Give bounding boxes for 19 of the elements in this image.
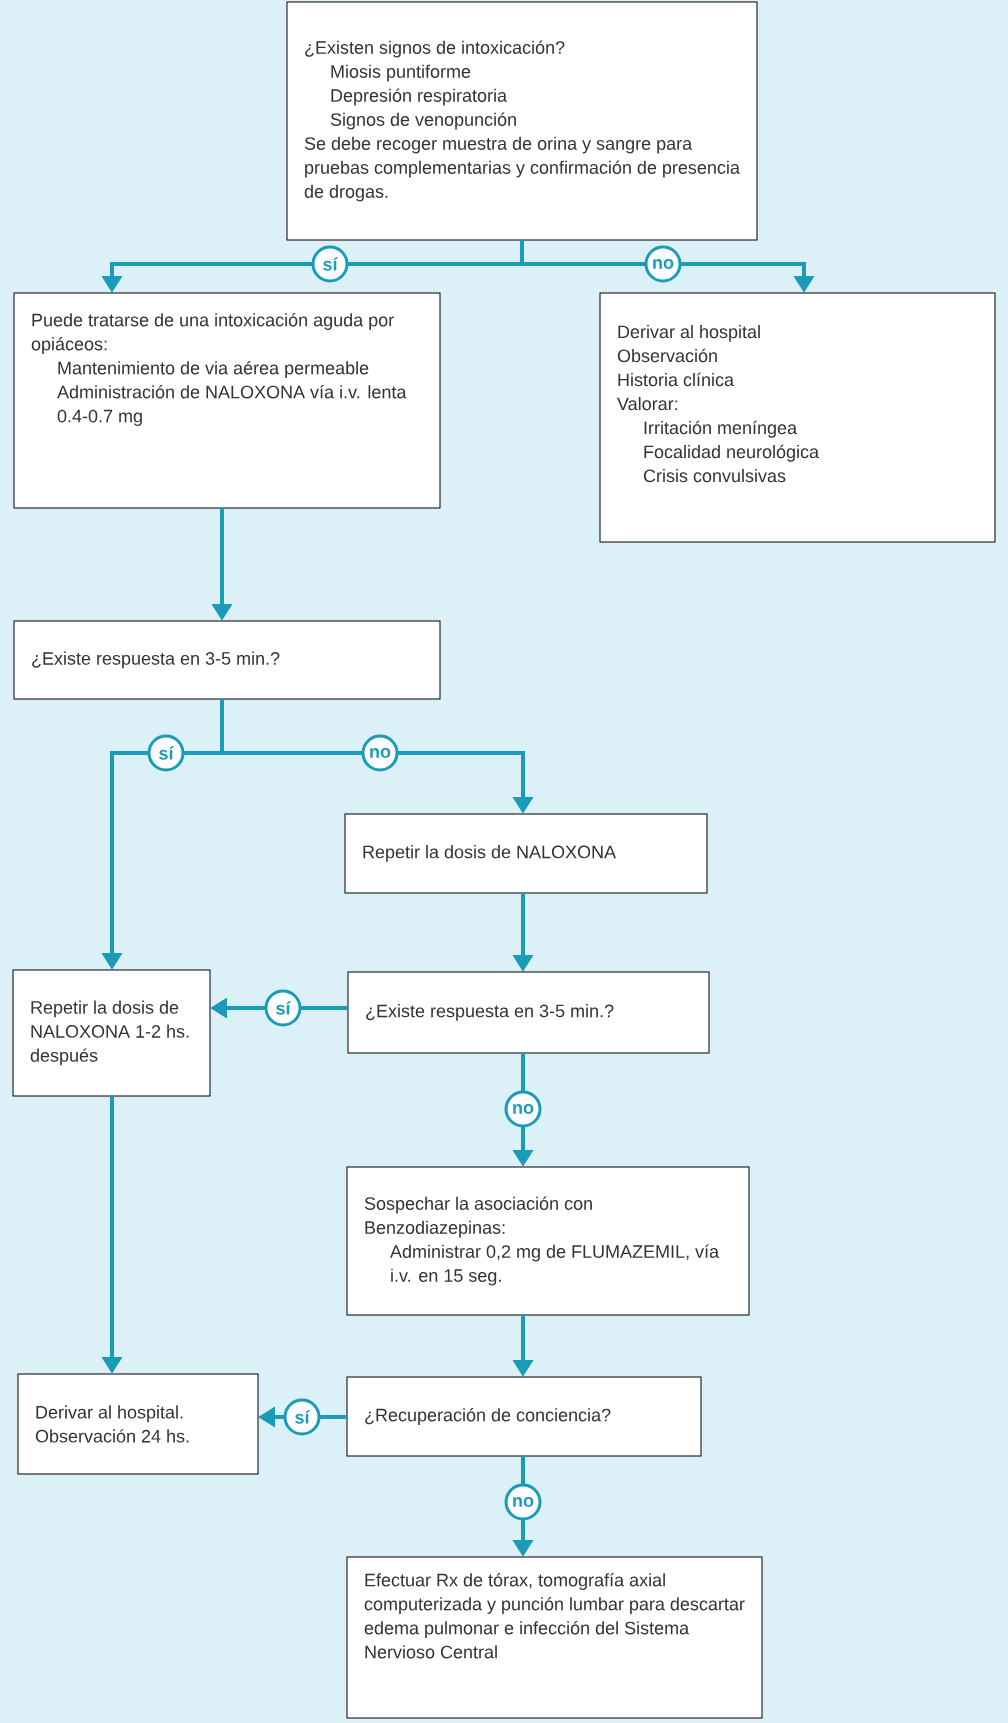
edge-label: no [361, 734, 399, 772]
edge-label: sí [147, 734, 185, 772]
process-box: ¿Existe respuesta en 3-5 min.? [347, 971, 710, 1054]
edge-label: sí [311, 245, 349, 283]
process-box: Derivar al hospital Observación Historia clínica Valorar: Irritación meníngea Focalidad neurológica Crisis convulsivas [599, 292, 996, 543]
edge-label: sí [264, 989, 302, 1027]
process-box: ¿Recuperación de conciencia? [346, 1376, 702, 1457]
edge-label: sí [283, 1398, 321, 1436]
process-box: Efectuar Rx de tórax, tomografía axial computerizada y punción lumbar para descartar edema pulmonar e infección del Sistema Nervioso Central [346, 1556, 763, 1719]
process-box: ¿Existe respuesta en 3-5 min.? [13, 620, 441, 700]
process-box: ¿Existen signos de intoxicación? Miosis puntiforme Depresión respiratoria Signos de venopunción Se debe recoger muestra de orina y sangre para pruebas complementarias y confirmación de presencia de drogas. [286, 1, 758, 241]
process-box: Sospechar la asociación con Benzodiazepinas: Administrar 0,2 mg de FLUMAZEMIL, vía i.v. en 15 seg. [346, 1166, 750, 1316]
edge-label: no [504, 1090, 542, 1128]
edge-label: no [644, 245, 682, 283]
process-box: Puede tratarse de una intoxicación aguda por opiáceos: Mantenimiento de via aérea permeable Administración de NALOXONA vía i.v. lenta 0.4-0.7 mg [13, 292, 441, 509]
process-box: Repetir la dosis de NALOXONA [344, 813, 708, 894]
process-box: Derivar al hospital. Observación 24 hs. [17, 1373, 259, 1475]
process-box: Repetir la dosis de NALOXONA 1-2 hs. después [12, 969, 211, 1097]
edge-label: no [504, 1483, 542, 1521]
